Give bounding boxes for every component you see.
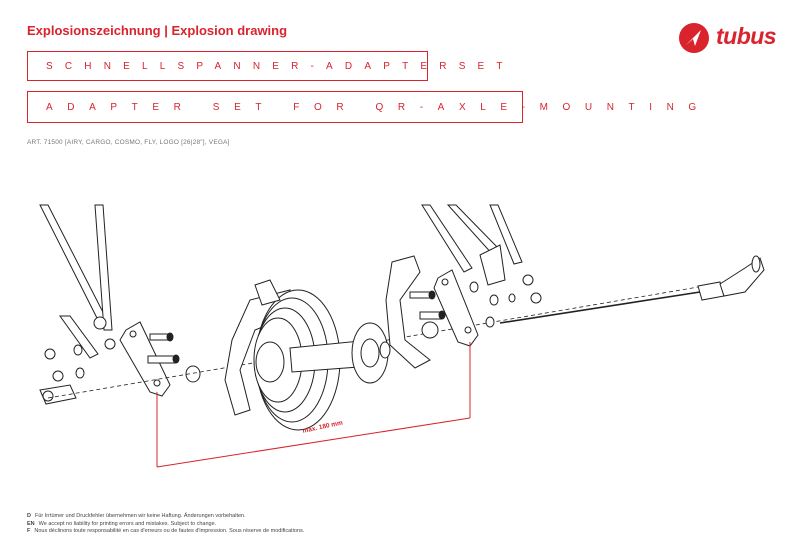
right-adapter-plate <box>433 269 479 347</box>
title-english: ADAPTER SET FOR QR-AXLE-MOUNTING <box>46 101 711 113</box>
tubus-logo-icon <box>679 23 709 53</box>
hub-body <box>254 279 391 384</box>
right-fasteners <box>409 274 542 328</box>
title-box-english: ADAPTER SET FOR QR-AXLE-MOUNTING <box>27 91 696 123</box>
right-rack-frame <box>421 204 523 286</box>
title-box-german: SCHNELLSPANNER-ADAPTERSET <box>27 51 503 81</box>
left-qr-nut <box>39 384 77 405</box>
logo-wordmark: tubus <box>716 23 777 49</box>
title-german: SCHNELLSPANNER-ADAPTERSET <box>46 60 515 72</box>
right-dropout <box>385 255 439 369</box>
dimension-bracket <box>156 342 471 468</box>
article-number: ART. 71500 [AIRY, CARGO, COSMO, FLY, LOG… <box>27 139 230 146</box>
qr-skewer <box>499 255 765 324</box>
left-fasteners <box>44 332 201 383</box>
left-adapter-plate <box>119 321 171 397</box>
page-title: Explosionszeichnung | Explosion drawing <box>27 23 288 38</box>
explosion-drawing <box>39 204 765 468</box>
left-rack-frame <box>39 204 113 359</box>
